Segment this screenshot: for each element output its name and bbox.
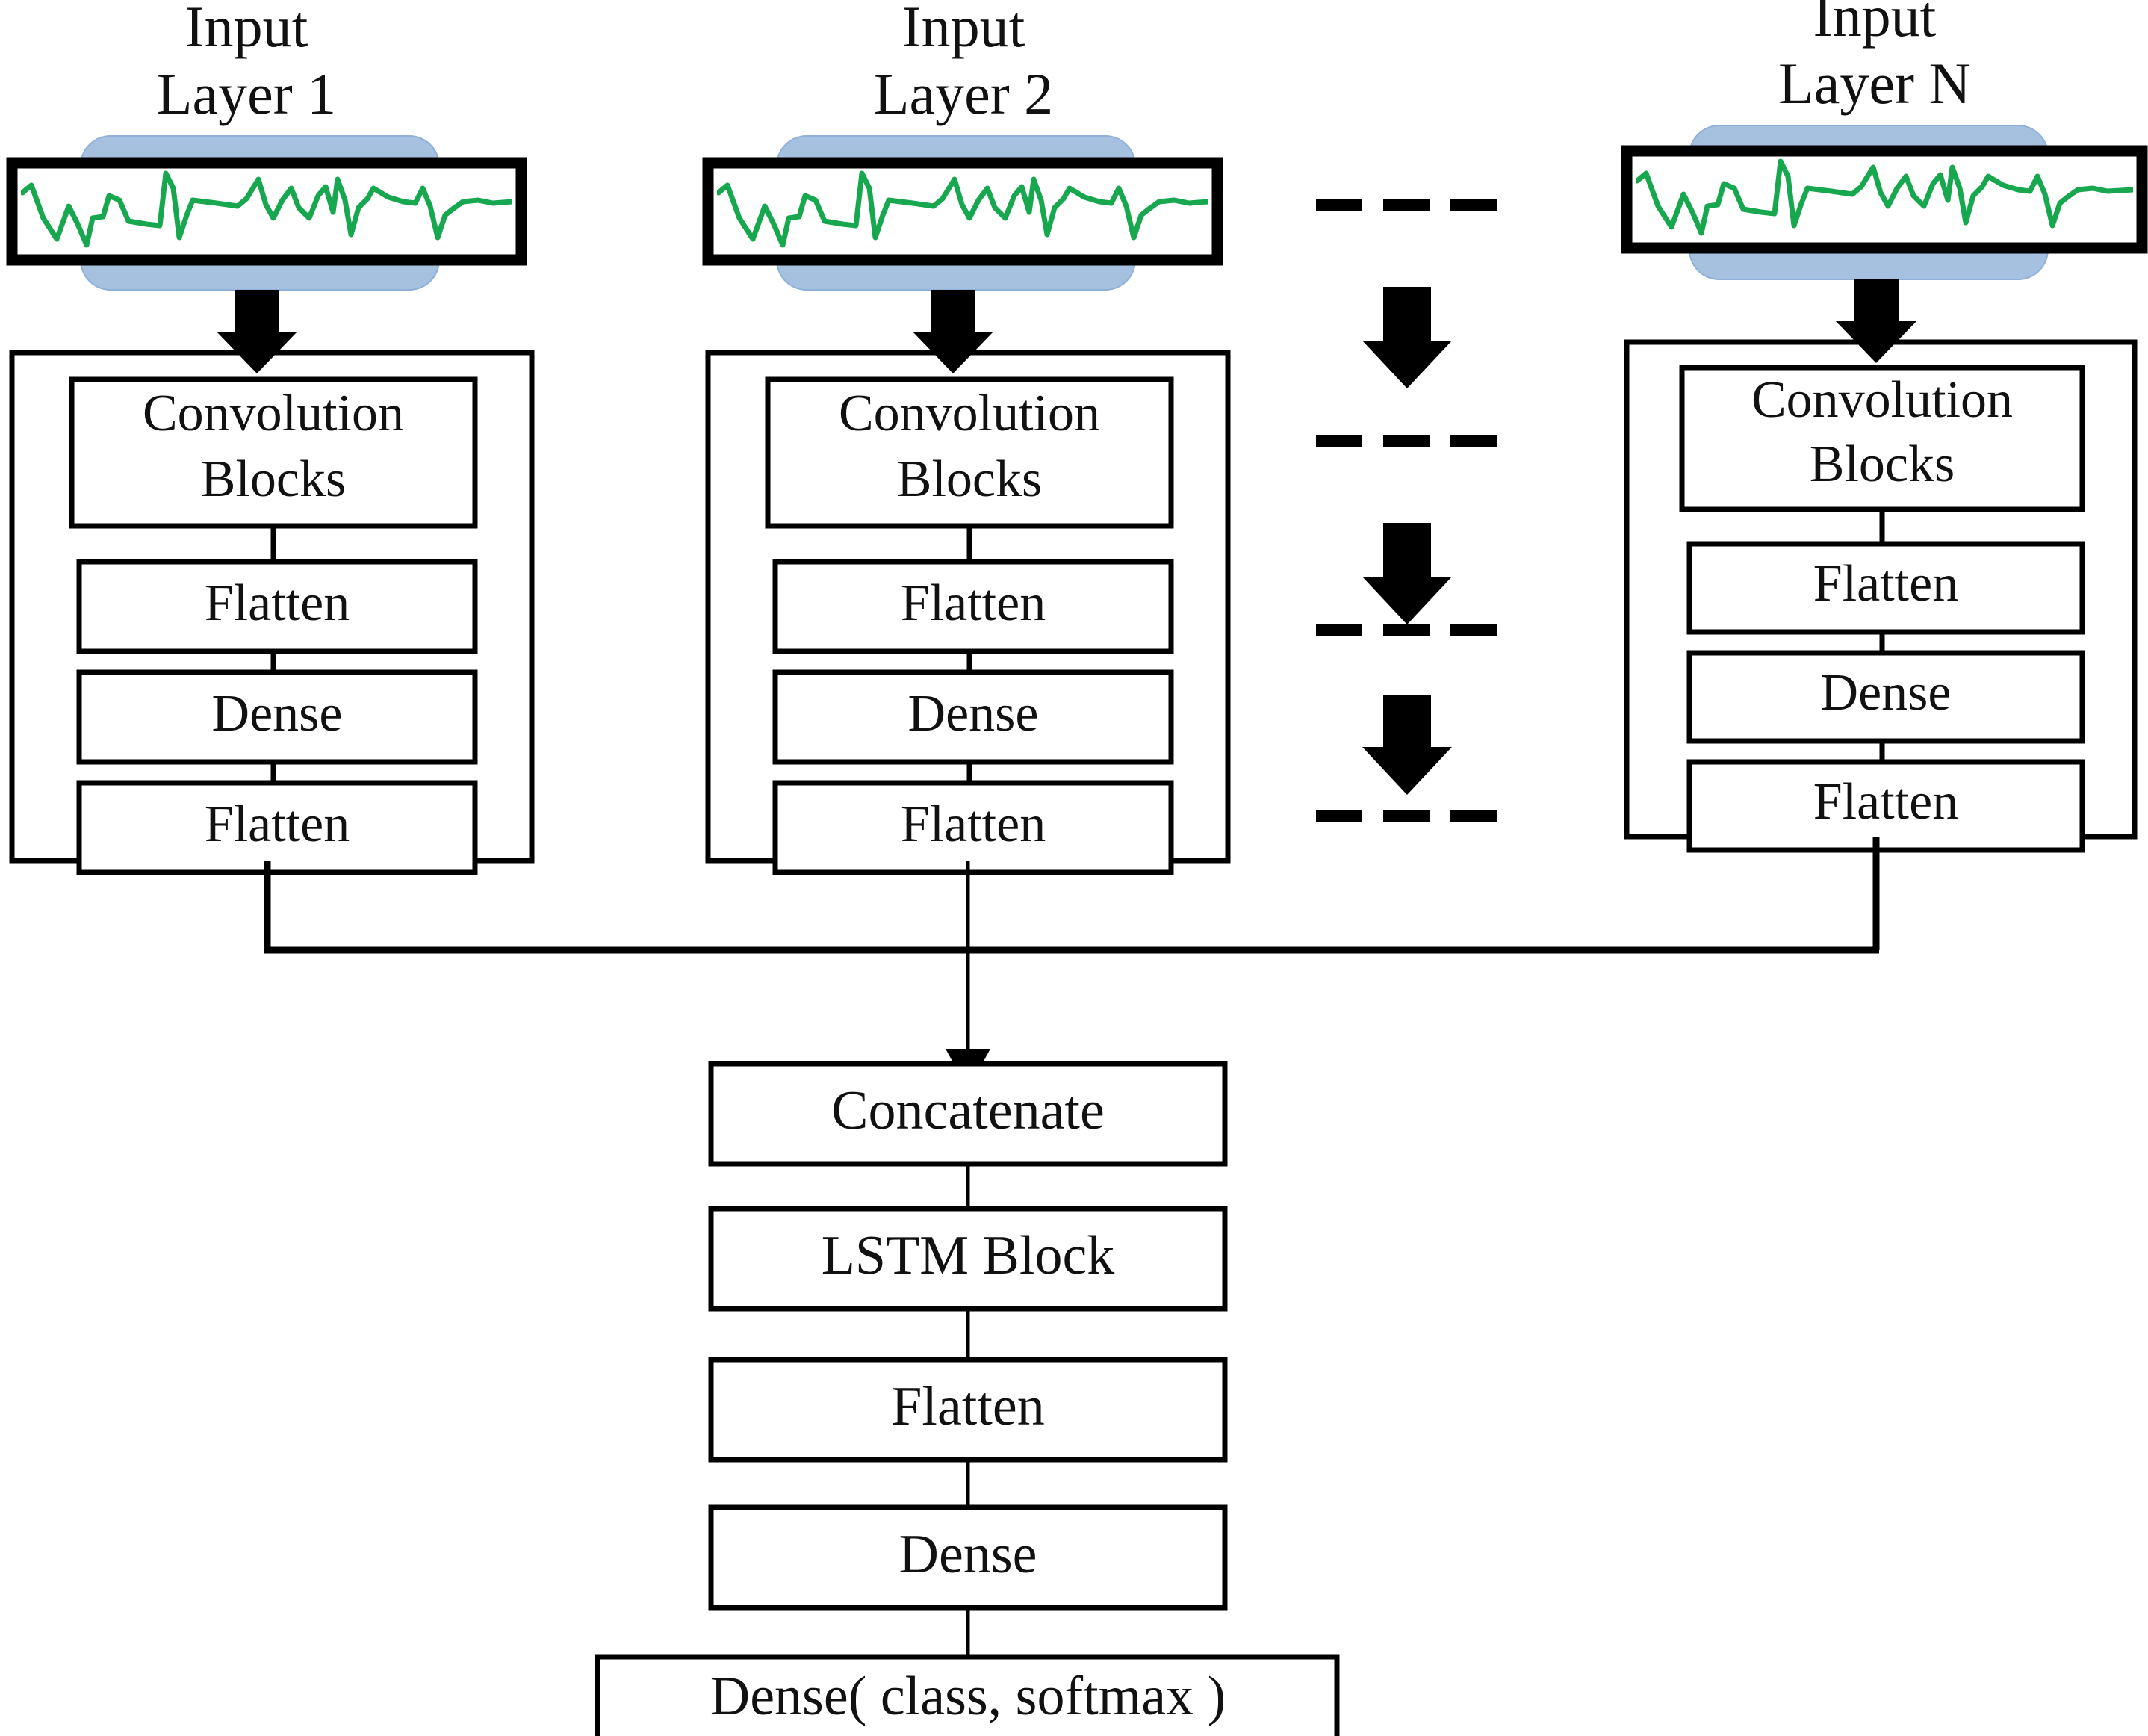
- tail-stack-group: Concatenate LSTM Block Flatten Dense Den…: [595, 1061, 1340, 1736]
- branch-2-conv-label-line1: Convolution: [839, 385, 1100, 442]
- merge-bus-group: [264, 837, 1880, 1090]
- ellipsis-dash: [1316, 624, 1362, 636]
- ellipsis-dash: [1383, 199, 1430, 211]
- ellipsis-arrow: [1362, 287, 1452, 388]
- branch-n-flatten-2: [1686, 759, 2085, 853]
- ellipsis-dash: [1450, 199, 1497, 211]
- branch-1-group: Input Layer 1 Convolution Blocks Flatten: [6, 0, 535, 875]
- branch-n-title-line1: Input: [1813, 0, 1937, 49]
- branch-1-flatten-1: [76, 559, 478, 654]
- branch-n-convolution-blocks: [1679, 365, 2085, 512]
- ellipsis-dash: [1383, 624, 1430, 636]
- branch-n-signal-frame-outline: [1621, 145, 2148, 254]
- branch-1-input-arrow: [217, 290, 297, 373]
- branch-n-flatten-1: [1686, 541, 2085, 635]
- ellipsis-arrow: [1362, 523, 1452, 624]
- branch-n-title-line2: Layer N: [1778, 51, 1971, 116]
- branch-1-flatten-2: [76, 780, 478, 875]
- ellipsis-dash: [1450, 435, 1497, 447]
- branch-1-dense: [76, 669, 478, 765]
- ellipsis-dash: [1316, 435, 1362, 447]
- branch-n-flatten-1-label: Flatten: [1813, 555, 1958, 613]
- ellipsis-dash: [1450, 810, 1497, 822]
- branch-2-group: Input Layer 2 Convolution Blocks Flatten: [702, 0, 1231, 875]
- branch-2-convolution-blocks: [765, 376, 1174, 529]
- branch-2-flatten-2: [772, 780, 1174, 875]
- ellipsis-arrow: [1362, 695, 1452, 795]
- branch-1-conv-label-line2: Blocks: [201, 450, 346, 508]
- branch-1-title-line1: Input: [185, 0, 308, 59]
- branch-n-dense-label: Dense: [1821, 664, 1952, 722]
- branch-n-flatten-2-label: Flatten: [1813, 773, 1958, 831]
- branch-1-flatten-1-label: Flatten: [205, 574, 350, 632]
- branch-n-dense: [1686, 650, 2085, 744]
- ellipsis-dash: [1383, 435, 1430, 447]
- branch-2-conv-label-line2: Blocks: [897, 450, 1042, 508]
- branch-1-ecg-waveform-top: [21, 170, 512, 248]
- branch-2-title-line1: Input: [902, 0, 1025, 59]
- ellipsis-dash: [1316, 810, 1362, 822]
- lstm-block-label: LSTM Block: [822, 1225, 1115, 1286]
- flatten-tail-label: Flatten: [891, 1376, 1045, 1437]
- branch-2-title-line2: Layer 2: [874, 61, 1053, 126]
- ellipsis-dash: [1383, 810, 1430, 822]
- branch-1-dense-label: Dense: [212, 685, 343, 743]
- concatenate-label: Concatenate: [831, 1080, 1105, 1141]
- branch-n-conv-label-line2: Blocks: [1810, 435, 1955, 493]
- branch-2-dense-label: Dense: [908, 685, 1039, 743]
- branch-1-title-line2: Layer 1: [157, 61, 336, 126]
- branch-1-convolution-blocks: [69, 376, 478, 529]
- dense-tail-box: [708, 1504, 1228, 1611]
- branch-2-ecg-waveform-top: [717, 170, 1208, 248]
- dense-output-label: Dense( class, softmax ): [710, 1666, 1226, 1727]
- dense-tail-label: Dense: [899, 1524, 1037, 1585]
- branch-2-dense: [772, 669, 1174, 765]
- branch-n-conv-label-line1: Convolution: [1751, 371, 2013, 429]
- ellipsis-dash: [1316, 199, 1362, 211]
- branch-2-flatten-1-label: Flatten: [901, 574, 1046, 632]
- ellipsis-dash: [1450, 624, 1497, 636]
- branch-2-flatten-2-label: Flatten: [901, 796, 1046, 853]
- ellipsis-column: [1316, 199, 1497, 822]
- branch-1-flatten-2-label: Flatten: [205, 796, 350, 853]
- branch-n-group: Input Layer N Convolution Blocks Flatten: [1621, 0, 2148, 853]
- branch-n-ecg-waveform-top: [1636, 158, 2133, 236]
- branch-2-flatten-1: [772, 559, 1174, 654]
- branch-n-input-arrow: [1836, 279, 1916, 363]
- branch-1-conv-label-line1: Convolution: [143, 385, 404, 442]
- branch-2-input-arrow: [913, 290, 993, 373]
- dense-output-box: [595, 1654, 1340, 1736]
